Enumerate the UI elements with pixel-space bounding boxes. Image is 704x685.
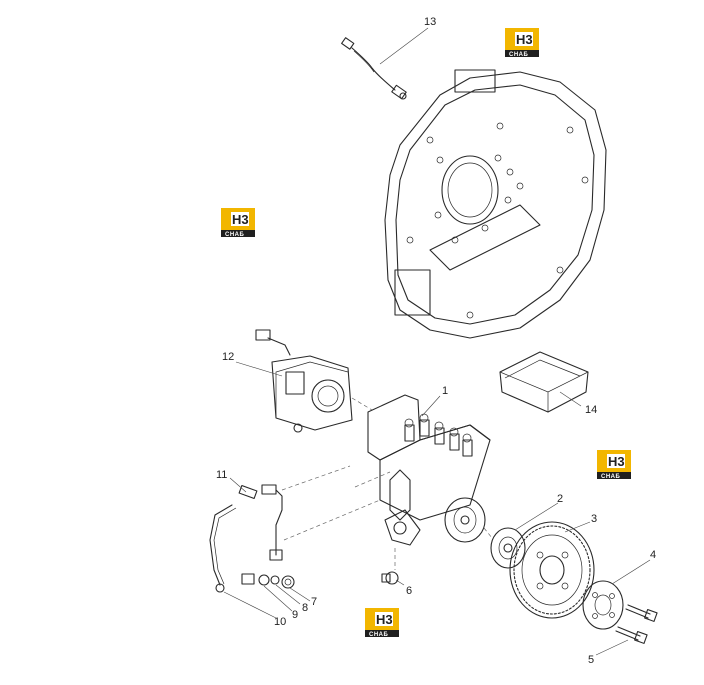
logo-band <box>505 50 539 57</box>
callout-3: 3 <box>591 513 597 525</box>
flange-plate <box>582 580 624 630</box>
watermark-logo: H3 CHAБ <box>597 450 631 480</box>
watermark-logo: H3 CHAБ <box>221 208 255 238</box>
drive-gear <box>509 521 595 619</box>
callout-4: 4 <box>650 549 656 561</box>
callout-7: 7 <box>311 596 317 608</box>
callout-9: 9 <box>292 609 298 621</box>
logo-mark: H3 <box>608 454 625 469</box>
callout-11: 11 <box>216 469 227 481</box>
logo-mark: H3 <box>516 32 533 47</box>
callout-10: 10 <box>274 616 286 628</box>
callout-13: 13 <box>424 16 436 28</box>
callout-8: 8 <box>302 602 308 614</box>
callout-5: 5 <box>588 654 594 666</box>
mounting-bolts <box>615 604 658 644</box>
washer-7 <box>281 575 295 589</box>
logo-text: CHAБ <box>225 232 244 238</box>
logo-mark: H3 <box>232 212 249 227</box>
fastener-set <box>241 573 295 589</box>
callout-12: 12 <box>222 351 234 363</box>
logo-text: CHAБ <box>369 632 388 638</box>
watermark-logo: H3 CHAБ <box>365 608 399 638</box>
logo-band <box>221 230 255 237</box>
logo-band <box>597 472 631 479</box>
cover-plate <box>499 351 589 413</box>
banjo-fitting <box>381 548 399 585</box>
speed-sensor <box>341 37 407 100</box>
callout-labels: 13 12 1 14 2 3 4 5 6 11 7 8 9 10 <box>216 16 656 666</box>
callout-1: 1 <box>442 385 448 397</box>
actuator-unit <box>255 329 373 433</box>
injection-pump <box>354 394 491 546</box>
logo-inner <box>375 612 393 626</box>
washer-8 <box>270 575 280 585</box>
washer-9 <box>258 574 270 586</box>
leader-lines <box>223 27 651 656</box>
logo-inner <box>607 454 625 468</box>
bolt-10 <box>241 573 255 585</box>
logo-mark: H3 <box>376 612 393 627</box>
logo-text: CHAБ <box>509 52 528 58</box>
watermark-logo: H3 CHAБ <box>505 28 539 58</box>
fuel-pipe <box>209 465 381 593</box>
logo-text: CHAБ <box>601 474 620 480</box>
pump-hub <box>483 527 526 569</box>
logo-band <box>365 630 399 637</box>
logo-inner <box>515 32 533 46</box>
callout-2: 2 <box>557 493 563 505</box>
callout-6: 6 <box>406 585 412 597</box>
callout-14: 14 <box>585 404 597 416</box>
logo-inner <box>231 212 249 226</box>
flywheel-housing <box>384 69 607 339</box>
